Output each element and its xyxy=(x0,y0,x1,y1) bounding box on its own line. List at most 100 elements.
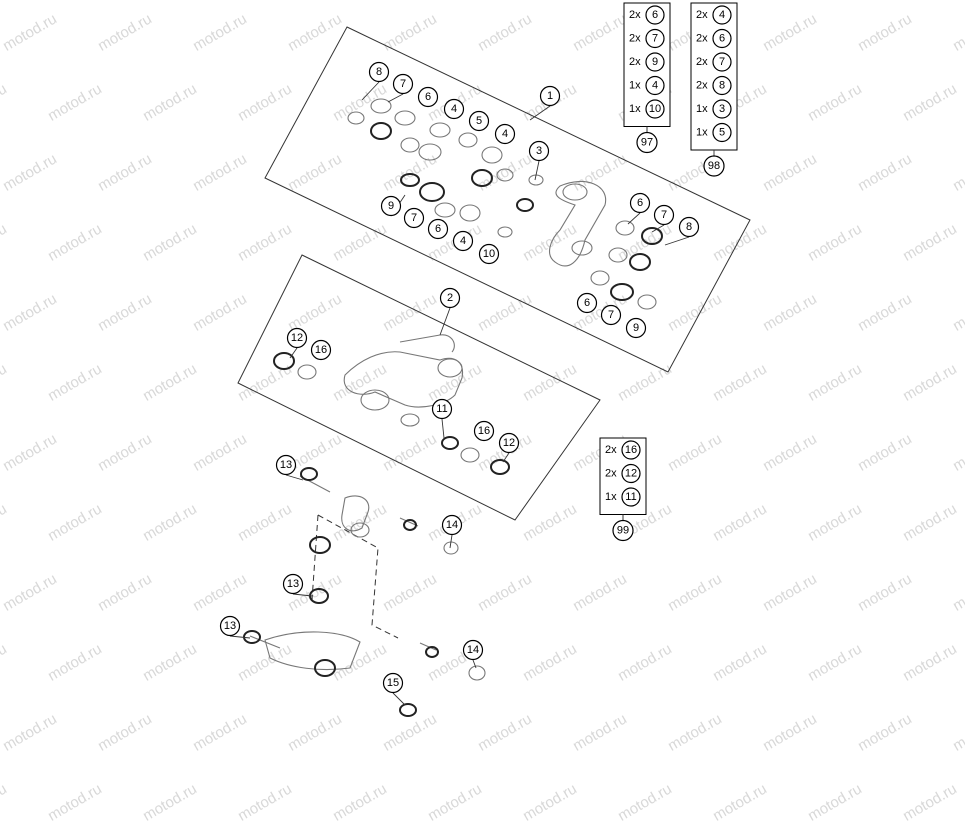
callout-circle xyxy=(473,420,495,442)
kit-part-number: 8 xyxy=(719,80,725,92)
kit-part-circle xyxy=(621,487,641,507)
callout-number: 12 xyxy=(291,332,303,344)
kit-qty: 2x xyxy=(696,33,708,45)
callout-number: 7 xyxy=(608,309,614,321)
kit-qty: 2x xyxy=(605,444,617,456)
callout-circle xyxy=(403,207,425,229)
part-callout-c10: 10 xyxy=(478,243,500,265)
bearing-ring-icon xyxy=(419,182,445,202)
bearing-ring-icon xyxy=(297,364,317,380)
kit-part-number: 5 xyxy=(719,127,725,139)
kit-part-circle xyxy=(712,99,732,119)
leader-line xyxy=(361,81,380,101)
watermark-text: motod.ru xyxy=(330,780,390,825)
kit-part-circle xyxy=(712,52,732,72)
bearing-ring-icon xyxy=(459,204,481,222)
callout-number: 8 xyxy=(686,221,692,233)
callout-number: 6 xyxy=(435,223,441,235)
bearing-ring-icon xyxy=(471,169,493,187)
part-callout-c7c: 7 xyxy=(653,204,675,226)
part-callout-c7a: 7 xyxy=(392,73,414,95)
leader-line xyxy=(289,347,298,359)
callout-number: 6 xyxy=(637,197,643,209)
callout-circle xyxy=(478,243,500,265)
bearing-ring-icon xyxy=(314,659,336,677)
kit-qty: 1x xyxy=(605,491,617,503)
callout-number: 4 xyxy=(460,235,466,247)
callout-circle xyxy=(286,327,308,349)
callout-number: 13 xyxy=(224,620,236,632)
pull-rod xyxy=(343,334,464,411)
callout-circle xyxy=(468,110,490,132)
kit-part-circle xyxy=(621,463,641,484)
callout-circle xyxy=(528,140,550,162)
leader-line xyxy=(502,452,510,463)
watermark-text: motod.ru xyxy=(140,780,200,825)
kit-number-circle xyxy=(636,131,658,154)
bearing-ring-icon xyxy=(468,665,486,681)
kit-qty: 2x xyxy=(629,9,641,21)
part-callout-c7b: 7 xyxy=(403,207,425,229)
part-callout-c4b: 4 xyxy=(494,123,516,145)
kit-number: 99 xyxy=(617,525,629,537)
kit-part-number: 16 xyxy=(625,444,637,456)
callout-number: 13 xyxy=(287,578,299,590)
callout-number: 11 xyxy=(436,403,447,415)
kit-part-circle xyxy=(645,52,665,72)
part-callout-c8a: 8 xyxy=(368,61,390,83)
kit-part-number: 4 xyxy=(652,80,658,92)
bearing-ring-icon xyxy=(370,122,392,140)
kit-part-number: 7 xyxy=(719,56,725,68)
callout-number: 1 xyxy=(547,90,553,102)
callout-number: 5 xyxy=(476,115,482,127)
kit-qty: 1x xyxy=(696,103,708,115)
callout-circle xyxy=(462,639,484,661)
callout-number: 7 xyxy=(400,78,406,90)
part-callout-c16a: 16 xyxy=(310,339,332,361)
watermark-text: motod.ru xyxy=(45,780,105,825)
bearing-ring-icon xyxy=(403,519,417,531)
watermark-text: motod.ru xyxy=(0,780,10,825)
callout-number: 9 xyxy=(388,200,394,212)
callout-number: 14 xyxy=(446,519,458,531)
kit-qty: 2x xyxy=(696,56,708,68)
callout-circle xyxy=(441,514,463,536)
bearing-ring-icon xyxy=(637,294,657,310)
kit-qty: 1x xyxy=(629,80,641,92)
kit-part-number: 3 xyxy=(719,103,725,115)
part-callout-c6b: 6 xyxy=(427,218,449,240)
kit-part-number: 6 xyxy=(652,9,658,21)
bearing-ring-icon xyxy=(394,110,416,126)
callout-number: 4 xyxy=(502,128,508,140)
lower-linkage xyxy=(249,475,437,671)
kit-part-number: 11 xyxy=(625,491,636,503)
leader-line xyxy=(392,692,406,706)
kit-qty: 1x xyxy=(696,127,708,139)
leader-line xyxy=(472,659,477,669)
kit-qty: 2x xyxy=(629,33,641,45)
callout-number: 12 xyxy=(503,437,515,449)
callout-number: 3 xyxy=(536,145,542,157)
callout-circle xyxy=(431,398,453,420)
bearing-ring-icon xyxy=(370,98,392,114)
leader-line xyxy=(285,474,304,481)
kit-part-circle xyxy=(621,440,641,460)
watermark-text: motod.ru xyxy=(425,780,485,825)
callout-circle xyxy=(275,454,297,476)
bearing-ring-icon xyxy=(608,247,628,263)
callout-number: 16 xyxy=(315,344,327,356)
leader-line xyxy=(651,224,665,233)
bearing-ring-icon xyxy=(497,226,513,238)
kit-number-circle xyxy=(612,519,634,542)
bearing-ring-icon xyxy=(441,436,459,450)
leader-line xyxy=(664,236,690,246)
leader-line xyxy=(229,635,251,639)
callout-number: 10 xyxy=(483,248,495,260)
watermark-text: motod.ru xyxy=(805,780,865,825)
kit-number: 98 xyxy=(708,160,720,172)
bearing-ring-icon xyxy=(350,522,370,538)
bearing-ring-icon xyxy=(418,143,442,161)
callout-circle xyxy=(417,86,439,108)
part-callout-c13c: 13 xyxy=(219,615,241,637)
